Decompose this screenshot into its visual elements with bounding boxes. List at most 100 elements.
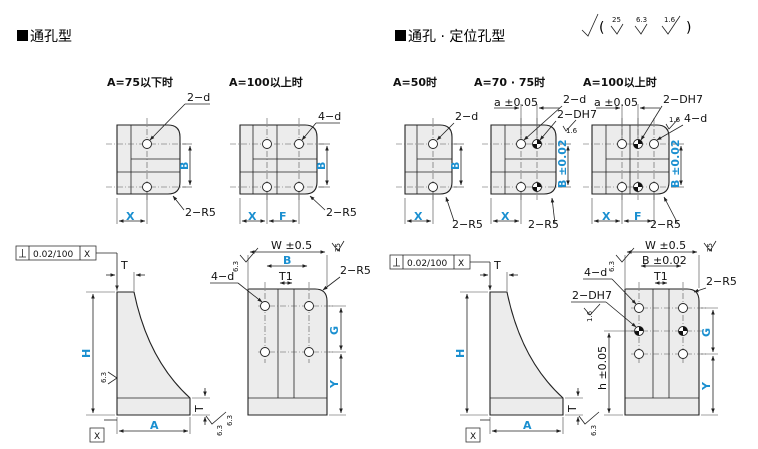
label-2dh7-a70: 2−DH7: [557, 108, 597, 121]
caption-a50: A=50时: [393, 75, 437, 89]
hole: [617, 139, 627, 149]
heading-marker-left: [17, 30, 28, 41]
roughness-16-a100: 1.6: [669, 116, 681, 124]
svg-text:X: X: [84, 250, 90, 260]
dim-y: Y: [328, 379, 341, 389]
caption-a100-left: A=100以上时: [229, 75, 303, 89]
svg-text:6.3: 6.3: [636, 16, 647, 24]
hole: [617, 182, 627, 192]
label-2r5-a50: 2−R5: [452, 218, 483, 231]
dim-b002-a70: B ±0.02: [556, 139, 569, 188]
label-2r5-a70: 2−R5: [528, 218, 559, 231]
roughness-63-front-right: 6.3: [608, 261, 616, 272]
dowel-hole: [532, 182, 542, 192]
dim-x-a50: X: [414, 210, 423, 223]
hole: [678, 349, 688, 359]
hole: [428, 182, 438, 192]
svg-text:): ): [686, 20, 691, 36]
dim-t-base-right: T: [566, 405, 579, 413]
dim-g: G: [328, 326, 341, 335]
label-2dh7-front: 2−DH7: [572, 289, 612, 302]
dim-h-right: H: [454, 349, 467, 358]
roughness-63-base-right: 6.3: [590, 425, 598, 436]
side-view-right: [489, 291, 564, 416]
hole: [634, 349, 644, 359]
dowel-hole: [678, 326, 688, 336]
datum-x-left: [89, 427, 105, 443]
label-4d-front: 4−d: [211, 270, 234, 283]
dim-g-right: G: [700, 328, 713, 337]
svg-text:X: X: [470, 432, 476, 442]
dim-b: B: [178, 162, 191, 170]
svg-text:25: 25: [612, 16, 621, 24]
roughness-63-front: 6.3: [232, 261, 240, 272]
dowel-hole: [633, 139, 643, 149]
dim-a005-a100: a ±0.05: [594, 96, 638, 109]
dim-t: T: [120, 259, 128, 272]
hole: [262, 182, 272, 192]
roughness-63-front-base: 6.3: [226, 415, 234, 426]
dim-x-a100: X: [248, 210, 257, 223]
dim-b002-front: B ±0.02: [642, 254, 687, 267]
dim-b-a50: B: [449, 162, 462, 170]
dim-x-a100-right: X: [602, 210, 611, 223]
dim-f-right: F: [634, 210, 642, 223]
label-2r5-a100-right: 2−R5: [650, 218, 681, 231]
svg-text:0.02/100: 0.02/100: [33, 250, 74, 260]
dowel-hole: [532, 139, 542, 149]
svg-text:(: (: [599, 20, 604, 36]
dowel-hole: [633, 182, 643, 192]
label-2r5-a100: 2−R5: [326, 206, 357, 219]
label-4d-front-right: 4−d: [584, 266, 607, 279]
heading-marker-right: [395, 30, 406, 41]
hole: [516, 139, 526, 149]
caption-a75: A=75以下时: [107, 75, 173, 89]
dim-t-right: T: [493, 259, 501, 272]
roughness-63-side: 6.3: [100, 372, 108, 383]
roughness-legend: ( 25 6.3 1.6 ): [581, 13, 691, 37]
dim-a005-a70: a ±0.05: [494, 96, 538, 109]
flatness-frame-left: 0.02/100 X: [15, 245, 97, 261]
roughness-25-front-right: 25: [706, 243, 714, 252]
plate-a75: [106, 118, 186, 200]
dim-x-a70: X: [501, 210, 510, 223]
svg-text:X: X: [94, 432, 100, 442]
roughness-16-front: 1.6: [586, 310, 594, 322]
dim-a-right: A: [523, 419, 532, 432]
hole: [142, 139, 152, 149]
datum-x-right: [465, 427, 481, 443]
front-view-right: [624, 282, 707, 416]
flatness-frame-right: 0.02/100 X: [389, 254, 471, 270]
label-2r5-front-right: 2−R5: [706, 275, 737, 288]
hole: [304, 347, 314, 357]
dim-w-right: W ±0.5: [645, 239, 686, 252]
dim-h: H: [80, 349, 93, 358]
hole: [294, 182, 304, 192]
hole: [260, 347, 270, 357]
dim-b-front: B: [283, 254, 291, 267]
dim-t-base: T: [193, 405, 206, 413]
caption-a100-right: A=100以上时: [583, 75, 657, 89]
label-2r5: 2−R5: [185, 206, 216, 219]
dim-a: A: [150, 419, 159, 432]
dim-x: X: [126, 210, 135, 223]
plate-a50: [396, 118, 458, 200]
label-2d-a50: 2−d: [455, 110, 478, 123]
svg-text:1.6: 1.6: [664, 16, 676, 24]
dim-h005: h ±0.05: [596, 346, 609, 390]
hole: [649, 139, 659, 149]
hole: [262, 139, 272, 149]
front-view-left: [247, 282, 335, 416]
svg-text:0.02/100: 0.02/100: [407, 259, 448, 269]
label-4d: 4−d: [318, 110, 341, 123]
label-2d-a70: 2−d: [563, 93, 586, 106]
hole: [294, 139, 304, 149]
plate-a100-left: [230, 118, 324, 200]
caption-a70-75: A=70 · 75时: [474, 75, 545, 89]
heading-through-locating-hole: 通孔 · 定位孔型: [408, 29, 505, 45]
hole: [649, 182, 659, 192]
hole: [516, 182, 526, 192]
dim-t1-right: T1: [653, 270, 668, 283]
hole: [634, 303, 644, 313]
